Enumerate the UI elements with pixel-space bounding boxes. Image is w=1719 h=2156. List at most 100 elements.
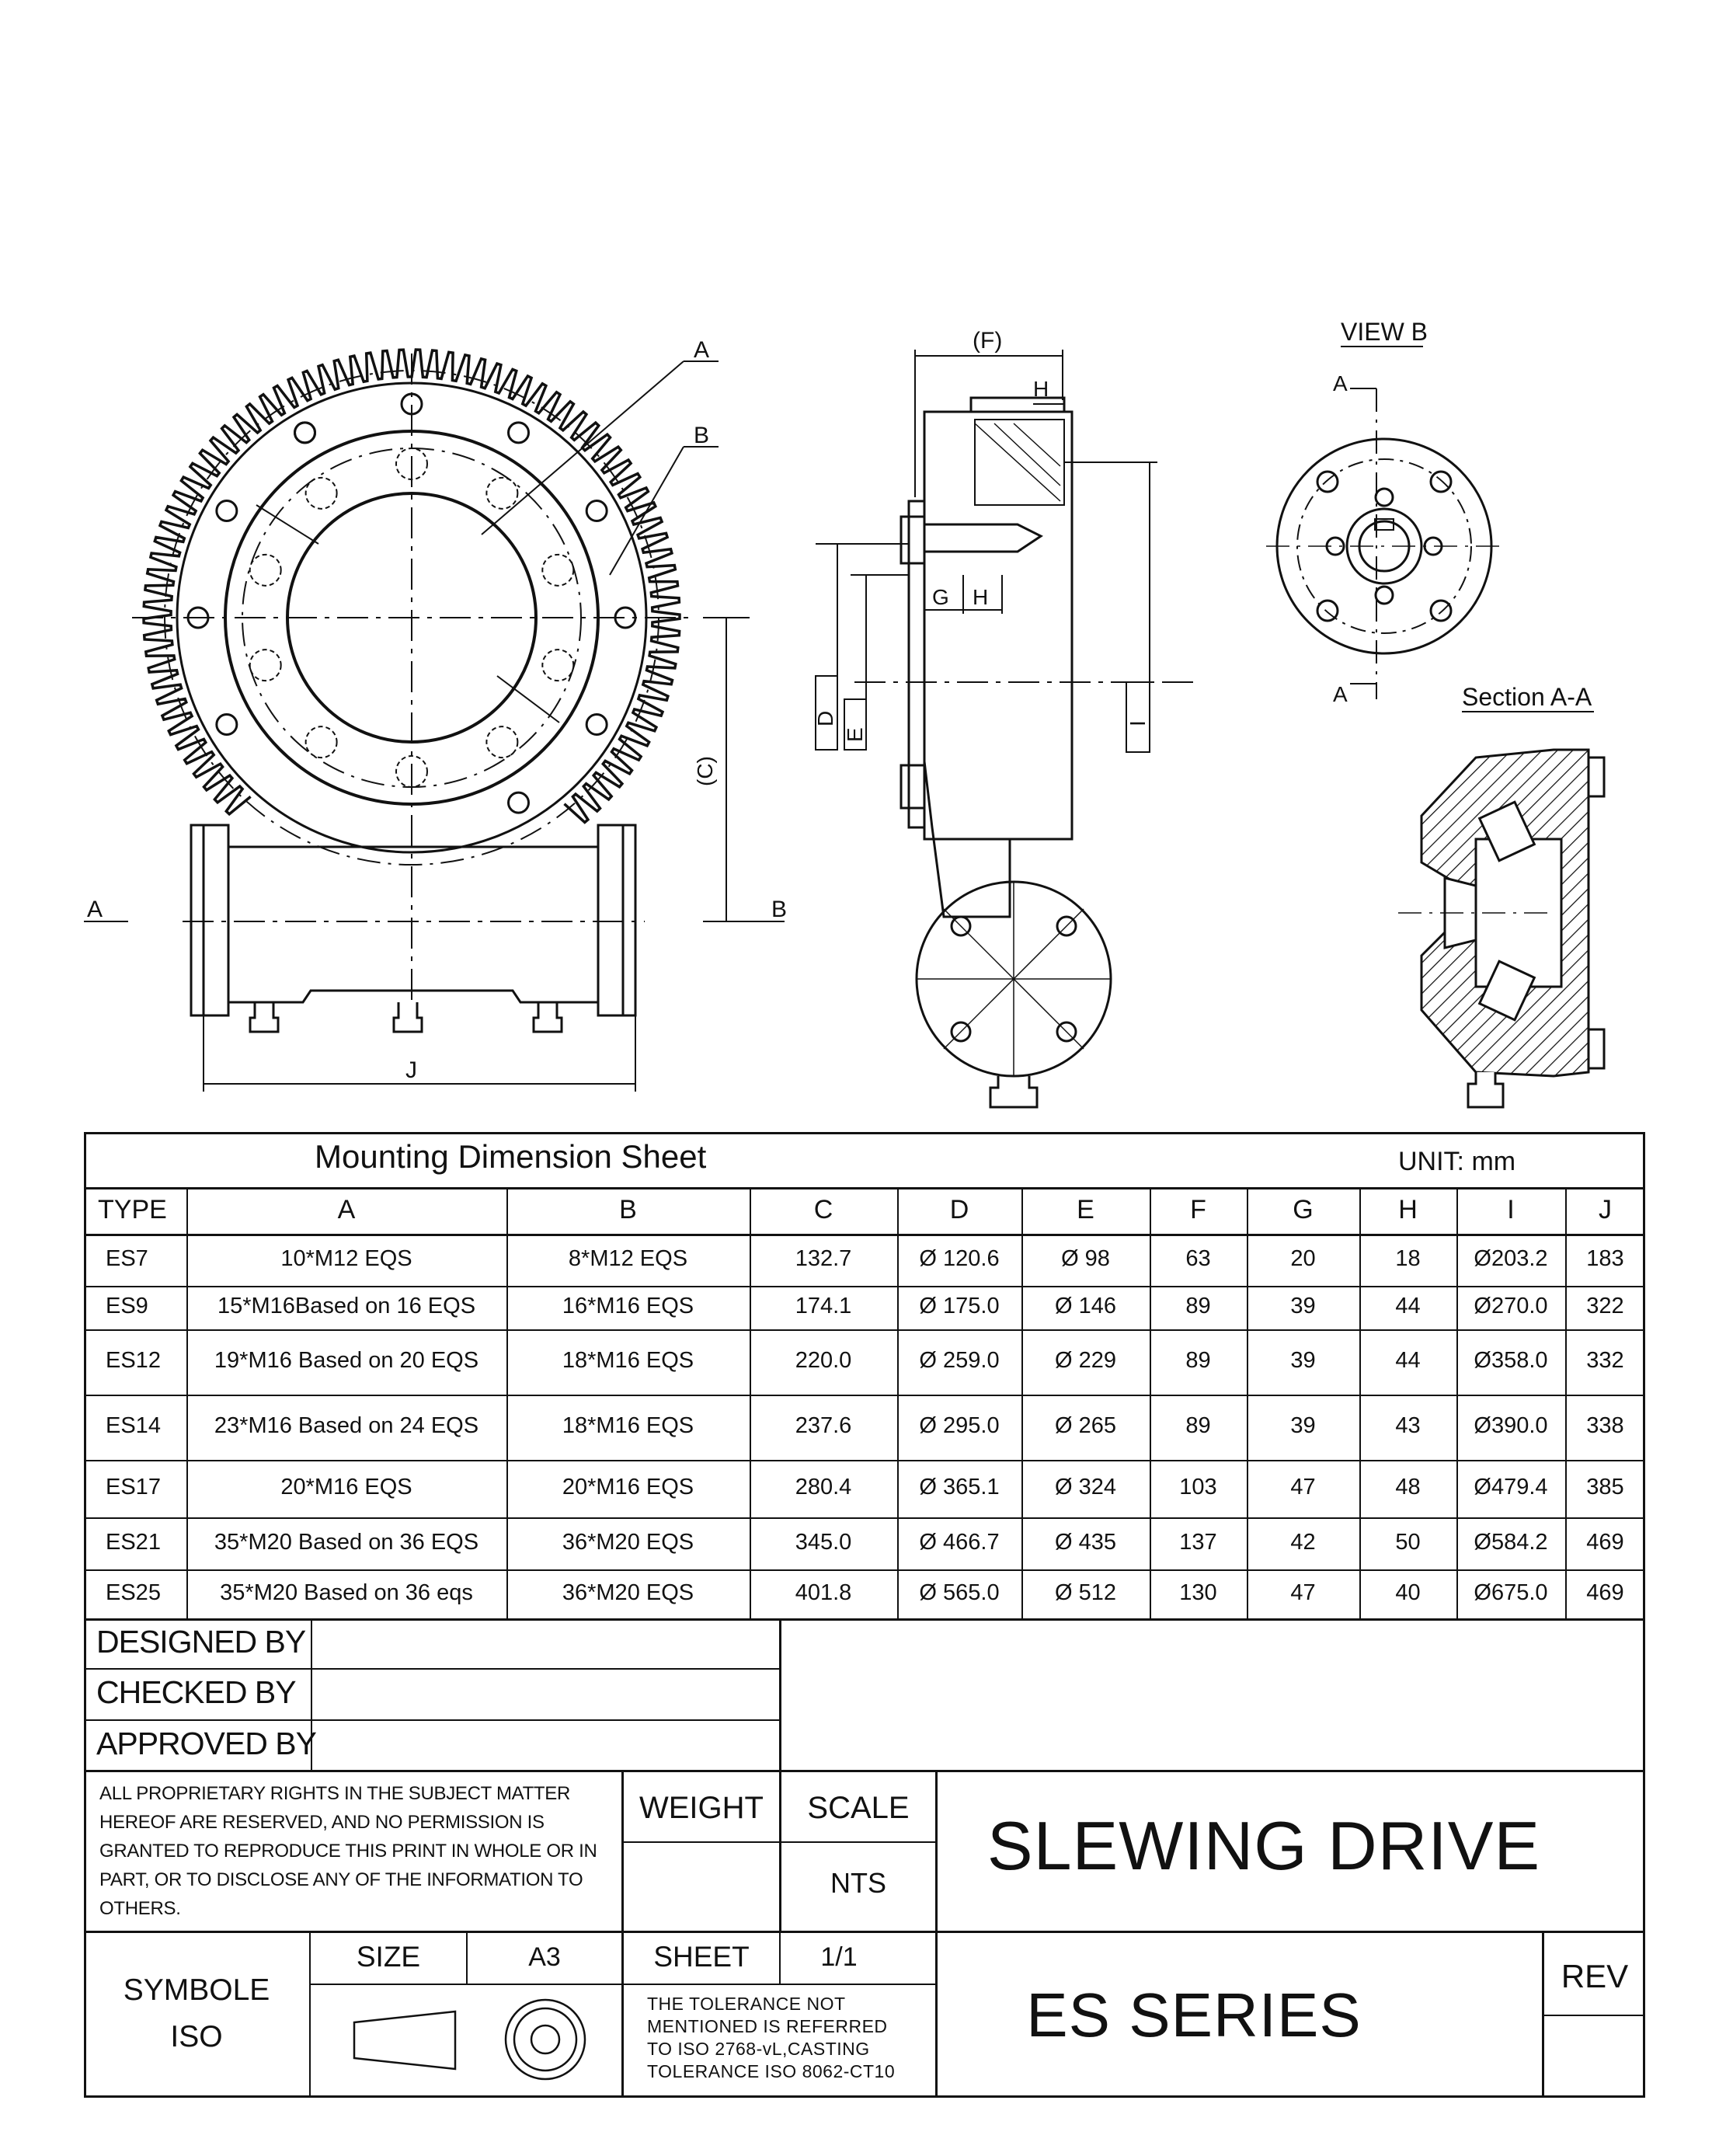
table-cell: 401.8 xyxy=(795,1580,852,1605)
table-cell: Ø 146 xyxy=(1055,1294,1116,1318)
table-header-divider xyxy=(84,1234,1645,1236)
table-cell: 47 xyxy=(1290,1580,1316,1605)
dim-g-label: G xyxy=(932,585,949,609)
column-header-type: TYPE xyxy=(98,1195,167,1224)
label-b: B xyxy=(694,423,709,448)
table-title: Mounting Dimension Sheet xyxy=(315,1138,707,1175)
unit-label: UNIT: mm xyxy=(1398,1147,1516,1176)
table-cell: Ø 466.7 xyxy=(919,1529,1000,1555)
bolt-hole xyxy=(304,476,338,510)
table-cell: Ø390.0 xyxy=(1474,1413,1548,1438)
row-divider xyxy=(84,1460,1645,1461)
bolt-hole xyxy=(249,553,282,587)
table-cell: 19*M16 Based on 20 EQS xyxy=(214,1348,479,1373)
table-cell: Ø 259.0 xyxy=(919,1348,1000,1373)
column-divider xyxy=(1565,1187,1567,1618)
section-marker-right: B xyxy=(771,897,787,922)
table-cell: Ø 565.0 xyxy=(919,1580,1000,1605)
weight-scale-divider xyxy=(621,1841,935,1843)
rights-notice: ALL PROPRIETARY RIGHTS IN THE SUBJECT MA… xyxy=(99,1783,597,1919)
table-cell: 10*M12 EQS xyxy=(280,1245,412,1271)
scale-label: SCALE xyxy=(807,1791,910,1825)
view-b-title: VIEW B xyxy=(1341,318,1428,346)
rev-label: REV xyxy=(1561,1958,1629,1994)
bolt-hole xyxy=(485,726,519,759)
table-cell: 44 xyxy=(1395,1348,1421,1373)
column-header-j: J xyxy=(1599,1195,1612,1224)
sig-label-divider xyxy=(311,1618,312,1770)
sheet-value: 1/1 xyxy=(820,1942,858,1972)
sheet-label: SHEET xyxy=(653,1941,750,1973)
table-cell: ES7 xyxy=(106,1245,148,1271)
table-cell: 385 xyxy=(1586,1475,1624,1499)
table-cell: Ø 229 xyxy=(1055,1348,1116,1373)
table-cell: 174.1 xyxy=(795,1294,852,1318)
table-cell: Ø584.2 xyxy=(1474,1529,1548,1555)
table-cell: 89 xyxy=(1185,1294,1211,1318)
column-divider xyxy=(1456,1187,1458,1618)
table-cell: Ø 120.6 xyxy=(919,1245,1000,1271)
iso-projection-symbol xyxy=(353,1998,586,2081)
table-cell: 345.0 xyxy=(795,1529,852,1555)
bolt-hole xyxy=(585,500,608,522)
grease-nipple xyxy=(392,1002,423,1033)
table-cell: 36*M20 EQS xyxy=(562,1580,694,1605)
sig-divider-1 xyxy=(84,1668,779,1670)
table-cell: 89 xyxy=(1185,1413,1211,1438)
table-cell: 40 xyxy=(1395,1580,1421,1605)
table-cell: 18*M16 EQS xyxy=(562,1348,694,1373)
table-cell: 20 xyxy=(1290,1245,1316,1271)
row-divider xyxy=(84,1569,1645,1571)
dim-h-label: H xyxy=(973,585,988,609)
table-cell: 338 xyxy=(1586,1413,1624,1438)
table-cell: Ø 365.1 xyxy=(919,1475,1000,1499)
column-divider xyxy=(506,1187,508,1618)
row-divider xyxy=(84,1395,1645,1396)
column-header-a: A xyxy=(337,1195,356,1224)
dim-i-label: I xyxy=(1126,720,1150,726)
table-cell: 469 xyxy=(1586,1529,1624,1555)
checked-by-label: CHECKED BY xyxy=(96,1674,297,1710)
approved-by-label: APPROVED BY xyxy=(96,1726,317,1761)
dim-e-label: E xyxy=(843,727,867,742)
column-divider xyxy=(186,1187,188,1618)
table-cell: 132.7 xyxy=(795,1245,852,1271)
table-cell: ES12 xyxy=(106,1348,161,1373)
table-cell: Ø 324 xyxy=(1055,1475,1116,1499)
column-header-d: D xyxy=(949,1195,969,1224)
bolt-hole xyxy=(485,476,519,510)
table-cell: Ø 295.0 xyxy=(919,1413,1000,1438)
notice-divider xyxy=(621,1770,624,1931)
size-label: SIZE xyxy=(356,1941,421,1973)
table-cell: Ø 98 xyxy=(1061,1245,1110,1271)
column-header-b: B xyxy=(619,1195,637,1224)
table-cell: 183 xyxy=(1586,1245,1624,1271)
column-header-f: F xyxy=(1190,1195,1206,1224)
table-cell: 48 xyxy=(1395,1475,1421,1499)
bolt-hole xyxy=(215,500,238,522)
dim-f-label: (F) xyxy=(973,328,1002,354)
bolt-hole xyxy=(541,553,575,587)
table-cell: 15*M16Based on 16 EQS xyxy=(217,1294,476,1318)
table-cell: 36*M20 EQS xyxy=(562,1529,694,1555)
section-title: Section A-A xyxy=(1462,683,1592,711)
series-title: ES SERIES xyxy=(1026,1980,1362,2050)
table-cell: 20*M16 EQS xyxy=(562,1475,694,1499)
grease-nipple xyxy=(249,1002,280,1033)
bolt-hole xyxy=(507,421,530,444)
table-cell: 237.6 xyxy=(795,1413,852,1438)
row-divider xyxy=(84,1517,1645,1519)
sig-block-bottom xyxy=(84,1770,1645,1772)
table-cell: 220.0 xyxy=(795,1348,852,1373)
table-cell: 50 xyxy=(1395,1529,1421,1555)
column-divider xyxy=(1359,1187,1361,1618)
label-a: A xyxy=(694,337,709,363)
table-cell: 137 xyxy=(1179,1529,1217,1555)
dim-d-label: D xyxy=(813,711,837,726)
gear-ring xyxy=(142,348,681,824)
table-cell: ES17 xyxy=(106,1475,161,1499)
notice-block-bottom xyxy=(84,1931,1645,1933)
dim-h-top-label: H xyxy=(1033,377,1049,401)
table-cell: 89 xyxy=(1185,1348,1211,1373)
column-header-h: H xyxy=(1398,1195,1418,1224)
